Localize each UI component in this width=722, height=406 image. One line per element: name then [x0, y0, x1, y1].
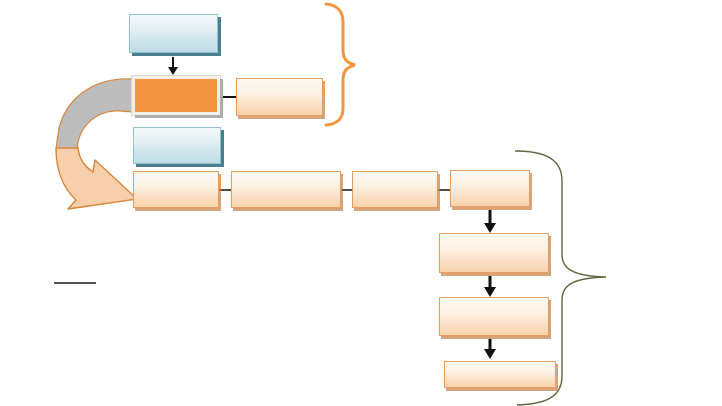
down-arrow-icon [484, 210, 496, 233]
top-brace-icon [324, 2, 356, 127]
down-arrow-icon [168, 57, 178, 75]
node-row-3 [352, 171, 438, 208]
node-label [134, 172, 218, 207]
node-label [232, 172, 340, 207]
right-brace-icon [514, 150, 607, 406]
node-row-4 [450, 170, 530, 207]
down-arrow-icon [484, 276, 496, 297]
node-top-blue [129, 14, 218, 53]
node-top-right-orange [236, 78, 323, 116]
node-chain-1 [439, 233, 549, 273]
node-label [353, 172, 437, 207]
node-chain-3 [444, 361, 556, 388]
node-second-blue [133, 127, 221, 164]
node-label [451, 171, 529, 206]
down-arrow-icon [484, 339, 496, 359]
node-label [440, 298, 548, 335]
node-label [440, 234, 548, 272]
node-label [134, 128, 220, 163]
node-label [445, 362, 555, 387]
node-row-1 [133, 171, 219, 208]
node-highlight-orange [132, 76, 220, 115]
node-chain-2 [439, 297, 549, 336]
curved-arrow-icon [55, 147, 138, 210]
node-label [237, 79, 322, 115]
node-label [130, 15, 217, 52]
node-label [135, 79, 217, 112]
curved-arrow-gray-band [55, 78, 134, 150]
node-row-2 [231, 171, 341, 208]
